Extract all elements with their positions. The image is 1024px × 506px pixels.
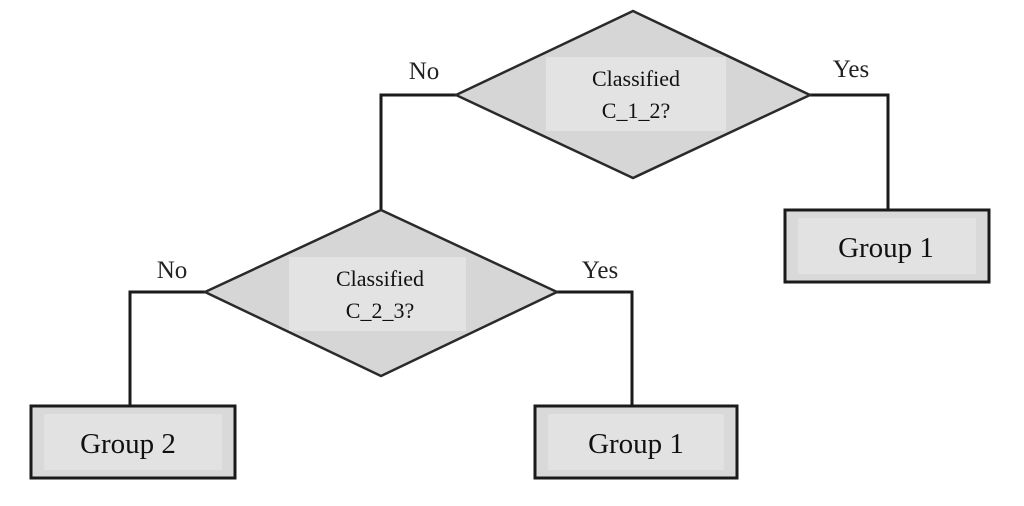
decision-node-c12: Classified C_1_2?	[453, 9, 813, 180]
decision-node-c23-line1: Classified	[336, 266, 424, 291]
decision-node-c12-line1: Classified	[592, 66, 680, 91]
decision-node-c23-line2: C_2_3?	[346, 298, 414, 323]
outcome-label-middle-bottom: Group 1	[588, 428, 684, 460]
connector-decision1-no	[379, 93, 456, 210]
connector-decision2-no	[128, 290, 205, 406]
decision-node-c12-line2: C_1_2?	[602, 98, 670, 123]
connector-decision2-yes	[557, 290, 634, 406]
outcome-box-left-bottom: Group 2	[29, 404, 237, 480]
outcome-box-middle-bottom: Group 1	[533, 404, 739, 480]
outcome-box-right-top: Group 1	[783, 208, 991, 284]
decision-node-c23-no-label: No	[157, 257, 188, 284]
decision-node-c23-yes-label: Yes	[582, 257, 618, 284]
outcome-label-left-bottom: Group 2	[80, 428, 176, 460]
decision-node-c12-no-label: No	[409, 58, 440, 85]
decision-node-c23: Classified C_2_3?	[202, 208, 560, 378]
decision-node-c23-label-bg	[289, 257, 466, 331]
connector-decision1-yes	[810, 93, 890, 210]
decision-node-c12-yes-label: Yes	[833, 56, 869, 83]
decision-node-c12-label-bg	[546, 57, 726, 131]
outcome-label-right-top: Group 1	[838, 232, 934, 264]
